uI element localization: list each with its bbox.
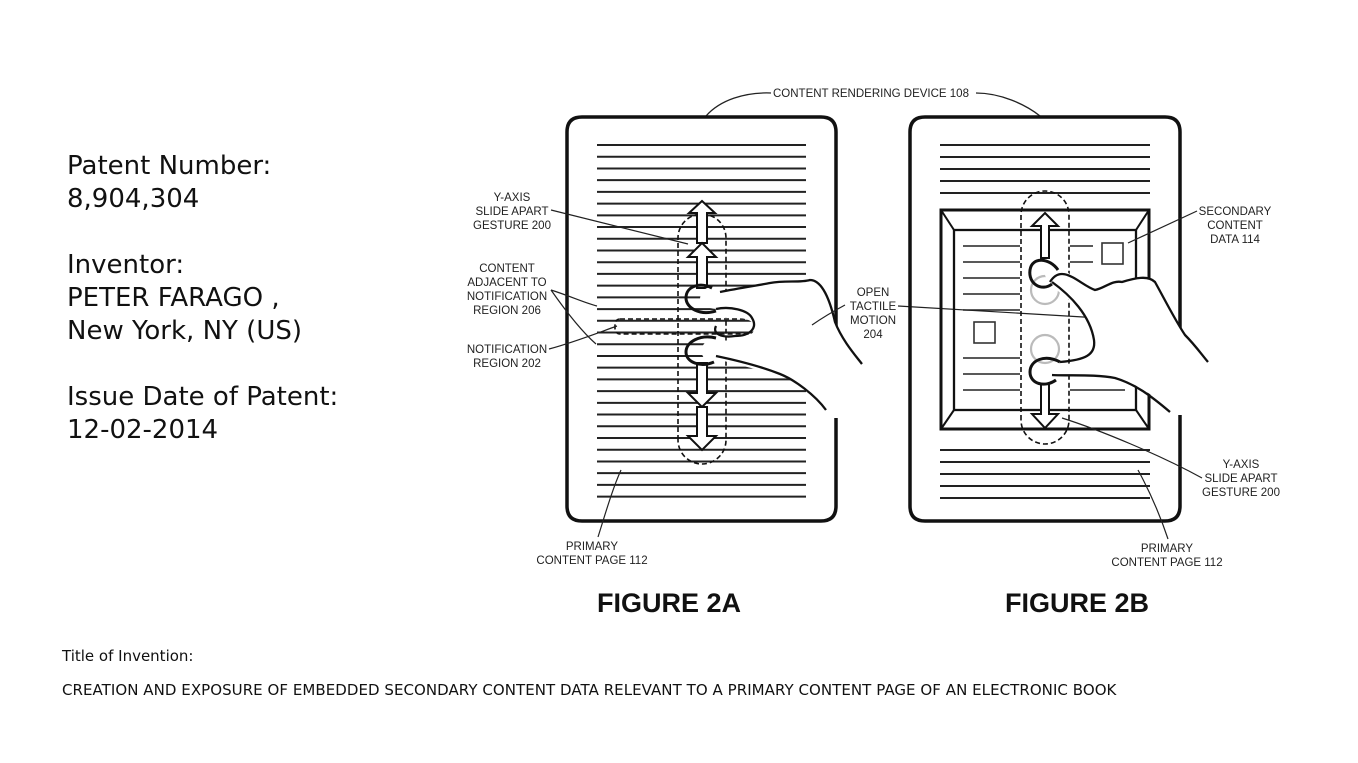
patent-number: 8,904,304 bbox=[67, 184, 200, 214]
device-leader-right bbox=[975, 92, 1041, 117]
inventor-block: Inventor: PETER FARAGO , New York, NY (U… bbox=[67, 249, 338, 348]
svg-text:PRIMARY: PRIMARY bbox=[1141, 543, 1194, 555]
svg-text:ADJACENT TO: ADJACENT TO bbox=[467, 277, 546, 289]
label-secondary-content: SECONDARY CONTENT DATA 114 bbox=[1127, 206, 1272, 246]
label-gesture-2b: Y-AXIS SLIDE APART GESTURE 200 bbox=[1061, 417, 1280, 499]
patent-number-block: Patent Number: 8,904,304 bbox=[67, 150, 338, 216]
hand-2a bbox=[684, 278, 863, 411]
title-label: Title of Invention: bbox=[62, 647, 194, 665]
gesture-region-2a bbox=[677, 213, 727, 465]
svg-text:204: 204 bbox=[863, 329, 883, 341]
svg-text:REGION 202: REGION 202 bbox=[473, 358, 541, 370]
secondary-image-icon bbox=[1101, 242, 1124, 265]
device-label: CONTENT RENDERING DEVICE 108 bbox=[773, 88, 969, 100]
svg-text:Y-AXIS: Y-AXIS bbox=[494, 192, 531, 204]
label-gesture-2a: Y-AXIS SLIDE APART GESTURE 200 bbox=[473, 192, 689, 245]
svg-text:Y-AXIS: Y-AXIS bbox=[1223, 459, 1260, 471]
figure-2b-caption: FIGURE 2B bbox=[1005, 588, 1149, 618]
svg-text:CONTENT: CONTENT bbox=[479, 263, 535, 275]
svg-text:NOTIFICATION: NOTIFICATION bbox=[467, 291, 547, 303]
svg-text:SLIDE APART: SLIDE APART bbox=[475, 206, 548, 218]
inventor-name: PETER FARAGO , bbox=[67, 283, 280, 313]
svg-text:PRIMARY: PRIMARY bbox=[566, 541, 619, 553]
start-position-icon bbox=[1029, 333, 1061, 365]
svg-text:CONTENT PAGE 112: CONTENT PAGE 112 bbox=[536, 555, 647, 567]
label-open-tactile-motion: OPEN TACTILE MOTION 204 bbox=[811, 287, 1101, 341]
label-primary-2a: PRIMARY CONTENT PAGE 112 bbox=[536, 469, 648, 567]
up-arrow-icon bbox=[1029, 211, 1061, 259]
label-adjacent-content: CONTENT ADJACENT TO NOTIFICATION REGION … bbox=[467, 263, 598, 345]
device-frame-2a bbox=[565, 115, 838, 523]
svg-text:NOTIFICATION: NOTIFICATION bbox=[467, 344, 547, 356]
inventor-location: New York, NY (US) bbox=[67, 316, 303, 346]
content-lines-2b bbox=[940, 144, 1150, 499]
svg-text:CONTENT: CONTENT bbox=[1207, 220, 1263, 232]
patent-number-label: Patent Number: bbox=[67, 151, 272, 181]
figure-2a: Y-AXIS SLIDE APART GESTURE 200 CONTENT A… bbox=[467, 115, 1101, 618]
svg-text:MOTION: MOTION bbox=[850, 315, 896, 327]
svg-text:TACTILE: TACTILE bbox=[850, 301, 897, 313]
svg-text:SLIDE APART: SLIDE APART bbox=[1204, 473, 1277, 485]
up-arrow-icon bbox=[685, 199, 719, 289]
svg-text:DATA 114: DATA 114 bbox=[1210, 234, 1260, 246]
svg-text:GESTURE 200: GESTURE 200 bbox=[473, 220, 551, 232]
secondary-text-lines bbox=[963, 245, 1125, 391]
hand-2b bbox=[1028, 258, 1209, 413]
patent-info: Patent Number: 8,904,304 Inventor: PETER… bbox=[67, 150, 338, 480]
issue-date: 12-02-2014 bbox=[67, 415, 219, 445]
invention-title: CREATION AND EXPOSURE OF EMBEDDED SECOND… bbox=[62, 681, 1117, 699]
device-leader-left bbox=[705, 92, 772, 117]
issue-date-label: Issue Date of Patent: bbox=[67, 382, 339, 412]
svg-text:REGION 206: REGION 206 bbox=[473, 305, 541, 317]
issue-date-block: Issue Date of Patent: 12-02-2014 bbox=[67, 381, 338, 447]
svg-text:GESTURE 200: GESTURE 200 bbox=[1202, 487, 1280, 499]
label-primary-2b: PRIMARY CONTENT PAGE 112 bbox=[1111, 469, 1223, 569]
figure-2a-caption: FIGURE 2A bbox=[597, 588, 741, 618]
down-arrow-icon bbox=[685, 362, 719, 452]
secondary-image-icon bbox=[973, 321, 996, 344]
inventor-label: Inventor: bbox=[67, 250, 185, 280]
svg-text:OPEN: OPEN bbox=[857, 287, 890, 299]
down-arrow-icon bbox=[1029, 383, 1061, 430]
device-frame-2b bbox=[908, 115, 1182, 523]
figure-2b: SECONDARY CONTENT DATA 114 Y-AXIS SLIDE … bbox=[908, 115, 1280, 618]
gesture-region-2b bbox=[1020, 190, 1070, 445]
svg-text:CONTENT PAGE 112: CONTENT PAGE 112 bbox=[1111, 557, 1222, 569]
label-notification-region: NOTIFICATION REGION 202 bbox=[467, 325, 618, 370]
svg-text:SECONDARY: SECONDARY bbox=[1199, 206, 1272, 218]
